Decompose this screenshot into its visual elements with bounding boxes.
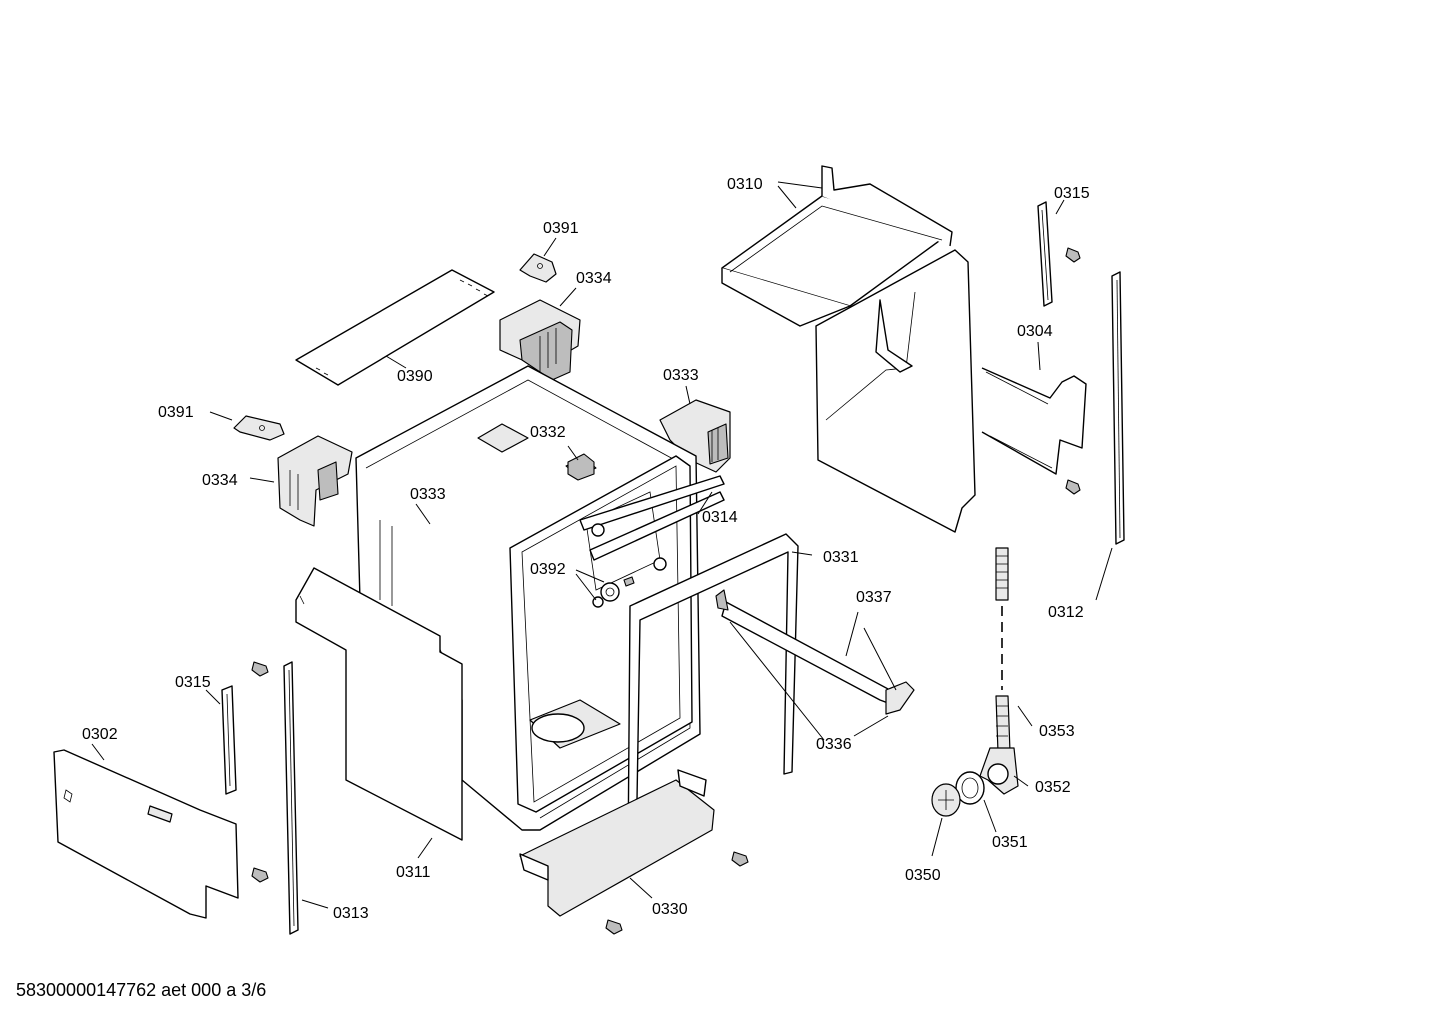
callout-0304: 0304	[1017, 323, 1053, 340]
callout-0315-lower: 0315	[175, 674, 211, 691]
part-0334-block-left	[277, 435, 353, 527]
callout-0313: 0313	[333, 905, 369, 922]
callout-0311: 0311	[396, 864, 431, 881]
callout-0310: 0310	[727, 176, 763, 193]
part-0353-hose	[995, 547, 1011, 753]
part-0352-elbow	[979, 747, 1019, 795]
callout-0314: 0314	[702, 509, 738, 526]
callout-0333-right: 0333	[663, 367, 699, 384]
part-0390-label-strip	[295, 269, 495, 386]
part-0337-rail	[715, 589, 915, 715]
leader-lines	[91, 181, 1113, 909]
part-0314-cross-bar	[579, 475, 725, 571]
part-0392-fittings	[592, 576, 635, 608]
screw-icon	[251, 661, 269, 677]
screw-icon	[251, 867, 269, 883]
callout-0336: 0336	[816, 736, 852, 753]
callout-0315-upper: 0315	[1054, 185, 1090, 202]
part-0312-trim-strip	[1111, 271, 1125, 545]
callout-0351: 0351	[992, 834, 1028, 851]
callout-0353: 0353	[1039, 723, 1075, 740]
callout-0391-top: 0391	[543, 220, 579, 237]
screw-icon	[605, 919, 623, 935]
callout-0390: 0390	[397, 368, 433, 385]
screw-icon	[1065, 479, 1081, 495]
callout-0312: 0312	[1048, 604, 1084, 621]
callout-0330: 0330	[652, 901, 688, 918]
callout-0334-top: 0334	[576, 270, 612, 287]
callout-0333-left: 0333	[410, 486, 446, 503]
screw-icon	[731, 851, 749, 867]
part-0391-bracket-top	[519, 253, 557, 283]
part-tub-body	[355, 365, 701, 831]
callout-0392: 0392	[530, 561, 566, 578]
part-0315-upper-strip	[1037, 201, 1053, 307]
part-0334-block-top	[499, 299, 581, 381]
callout-0391-left: 0391	[158, 404, 194, 421]
part-0310-top-cover	[721, 165, 953, 327]
callout-0352: 0352	[1035, 779, 1071, 796]
part-0333-shield-right	[659, 399, 731, 473]
part-0315-lower-strip	[221, 685, 237, 795]
part-0330-kick-plate	[519, 769, 715, 917]
callout-0337: 0337	[856, 589, 892, 606]
part-0302-base-plate	[53, 749, 239, 919]
screw-icon	[1065, 247, 1081, 263]
callout-0350: 0350	[905, 867, 941, 884]
callout-0302: 0302	[82, 726, 118, 743]
part-0350-cap	[931, 783, 961, 817]
callout-0332: 0332	[530, 424, 566, 441]
part-0304-side-panel	[815, 249, 1087, 533]
callout-0334-left: 0334	[202, 472, 238, 489]
part-0391-bracket-left	[233, 415, 285, 441]
part-0313-trim-strip	[283, 661, 299, 935]
part-0332-clip	[567, 453, 595, 481]
part-0311-side-panel	[295, 567, 463, 841]
callout-0331: 0331	[823, 549, 859, 566]
drawing-id-footer: 58300000147762 aet 000 a 3/6	[16, 980, 267, 1000]
